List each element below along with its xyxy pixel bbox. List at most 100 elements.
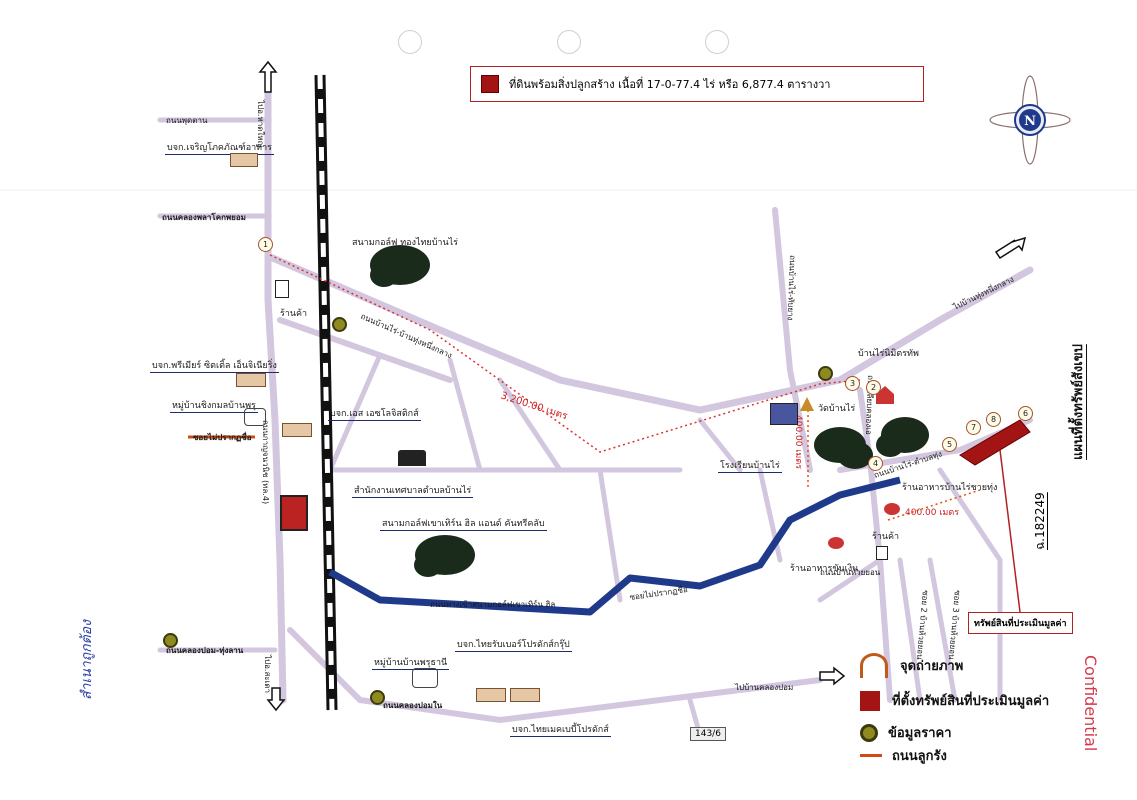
photo-point-marker: 7 — [966, 420, 981, 435]
distance-label: 3,200.00 เมตร — [499, 390, 569, 422]
legend-label: ข้อมูลราคา — [888, 726, 952, 741]
shop-icon — [275, 280, 289, 298]
place-label: โรงเรียนบ้านไร่ — [718, 458, 782, 473]
photo-point-marker: 1 — [258, 237, 273, 252]
road-label: ถนนทางเข้าสนามกอล์ฟเขาเทิร์น ฮิล — [430, 599, 555, 609]
office-icon — [398, 450, 426, 466]
legend-top-text: ที่ดินพร้อมสิ่งปลูกสร้าง เนื้อที่ 17-0-7… — [509, 78, 831, 91]
place-label: ร้านอาหารขันเงิน — [790, 564, 859, 574]
road-label: ถนนเลียบคลองเอ — [864, 375, 875, 435]
school-icon — [770, 403, 798, 425]
place-label: วัดบ้านไร่ — [818, 404, 856, 414]
place-label: บจก.พรีเมียร์ ซิตเติ้ล เอ็นจิเนียริ่ง — [150, 358, 279, 373]
distance-line-red — [269, 254, 861, 453]
page-number: 143/6 — [690, 727, 726, 741]
asset-parcel — [959, 419, 1031, 466]
asset-leader-line — [999, 449, 1021, 613]
place-label: หมู่บ้านชิงกมลบ้านพรุ — [170, 398, 258, 413]
road-label: ถนนพุดตาน — [166, 116, 208, 125]
legend-item: ข้อมูลราคา — [860, 722, 952, 743]
golf-access-road — [328, 476, 901, 616]
camera-point-icon — [860, 653, 888, 678]
road-label: ถนนคลองปอมใน — [383, 700, 443, 710]
price-data-marker — [370, 690, 385, 705]
road-label: ซอย 2 บ้านห้วยยอน — [915, 590, 930, 661]
factory-icon — [230, 153, 258, 167]
map-title: แผนที่ตั้งทรัพย์สังเขป — [1071, 344, 1086, 460]
road-label: ซอยไม่ปรากฏชื่อ — [193, 431, 252, 442]
legend-label: ถนนลูกรัง — [892, 749, 947, 764]
legend-item: ที่ตั้งทรัพย์สินที่ประเมินมูลค่า — [860, 690, 1049, 711]
asset-swatch — [481, 75, 499, 93]
photo-point-marker: 3 — [845, 376, 860, 391]
factory-icon — [282, 423, 312, 437]
road-label: ซอย 3 บ้านห้วยยอน — [947, 590, 962, 661]
place-label: สนามกอล์ฟ ทองไทยบ้านไร่ — [352, 238, 458, 248]
confidential-stamp: Confidential — [1081, 655, 1100, 752]
place-label: บจก.ไทยรับเบอร์โปรดักส์กรุ๊ป — [455, 637, 572, 652]
handwritten-note: สำเนาถูกต้อง — [79, 620, 95, 700]
place-label: ร้านอาหารบ้านไร่ชายทุ่ง — [902, 483, 998, 493]
legend-label: ที่ตั้งทรัพย์สินที่ประเมินมูลค่า — [892, 694, 1050, 709]
highway-4 — [314, 74, 338, 711]
legend-item: จุดถ่ายภาพ — [860, 653, 963, 678]
punch-hole — [557, 30, 581, 54]
road-label: ถนนคลองพลาโคกพยอม — [162, 212, 246, 222]
road-label: ซอยไม่ปรากฏชื่อ — [629, 583, 689, 602]
legend-label: จุดถ่ายภาพ — [900, 659, 964, 674]
road-label: ถนนกาญจนวนิช (ทล.4) — [261, 420, 270, 504]
road-label: ถนนบ้านห้วยยอน — [820, 568, 881, 577]
village-icon — [412, 668, 438, 688]
legend-top: ที่ดินพร้อมสิ่งปลูกสร้าง เนื้อที่ 17-0-7… — [470, 66, 924, 102]
compass-icon: N — [989, 75, 1071, 165]
shop-icon — [876, 546, 888, 560]
golf-course-tree-icon — [370, 245, 929, 577]
village-icon — [244, 408, 266, 426]
photo-point-marker: 8 — [986, 412, 1001, 427]
price-data-marker — [332, 317, 347, 332]
road-label: ไปอ.สะเดา — [263, 654, 272, 693]
place-label: ร้านค้า — [872, 532, 900, 542]
place-label: หมู่บ้านบ้านพรุธานี — [372, 655, 450, 670]
deed-label: ฉ.182249 — [1033, 492, 1047, 550]
road-label: ถนนบ้านไร่-ทับยาง — [786, 255, 797, 321]
legend-item: ถนนลูกรัง — [860, 745, 947, 766]
secondary-roads — [157, 86, 1034, 738]
asset-label: ทรัพย์สินที่ประเมินมูลค่า — [968, 612, 1073, 634]
place-label: สนามกอล์ฟเขาเทิร์น ฮิล แอนด์ คันทรีคลับ — [380, 516, 547, 531]
laterite-road-icon — [860, 754, 882, 757]
factory-icon — [476, 688, 506, 702]
place-label: สำนักงานเทศบาลตำบลบ้านไร่ — [352, 483, 474, 498]
place-label: บจก.ไทยเมคเบบี้โปรดักส์ — [510, 722, 611, 737]
distance-label: 400.00 เมตร — [793, 415, 803, 469]
distance-line-horizontal — [887, 489, 981, 521]
place-label: บ้านไร่นิมิตรทัพ — [858, 349, 919, 359]
factory-icon — [236, 373, 266, 387]
restaurant-icon — [828, 537, 844, 549]
direction-arrows — [258, 60, 1027, 712]
price-data-marker — [163, 633, 178, 648]
place-label: บจก.เจริญโภคภัณฑ์อาหาร — [165, 140, 274, 155]
restaurant-icon — [884, 503, 900, 515]
compass-letter: N — [1024, 114, 1036, 129]
price-data-marker — [818, 366, 833, 381]
road-label: ไปบ้านคลองปอม — [734, 683, 793, 692]
factory-icon — [510, 688, 540, 702]
photo-point-marker: 6 — [1018, 406, 1033, 421]
punch-hole — [398, 30, 422, 54]
distance-label: 400.00 เมตร — [905, 508, 959, 518]
photo-point-marker: 4 — [868, 456, 883, 471]
gas-station-icon — [280, 495, 308, 531]
asset-location-icon — [860, 690, 880, 711]
photo-point-marker: 5 — [942, 437, 957, 452]
place-label: บจก.เอส เอซโลจิสติกส์ — [328, 406, 421, 421]
road-label: ไปบ้านทุ่งหนึ่งกลาง — [950, 273, 1015, 312]
place-label: ร้านค้า — [280, 309, 308, 319]
road-label: ถนนคลองปอม-ทุ่งลาน — [166, 646, 244, 656]
road-label: ไปอ.หาดใหญ่ — [256, 99, 265, 148]
house-icon — [876, 386, 894, 404]
price-data-icon — [860, 723, 878, 742]
photo-point-marker: 2 — [866, 380, 881, 395]
punch-hole — [705, 30, 729, 54]
